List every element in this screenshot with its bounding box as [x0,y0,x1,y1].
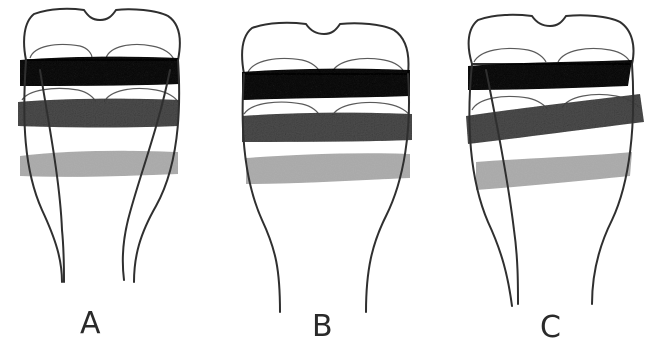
panel-c-condyle-arc [474,49,546,63]
panel-c-label: C [540,310,561,345]
panel-a-band-dark [20,57,180,86]
panel-b-outline [242,23,408,74]
panel-b: B [242,23,412,344]
panel-c: C [466,15,644,345]
panel-b-label: B [312,309,333,344]
panel-a: A [18,9,180,341]
panel-c-outline [469,15,634,64]
panel-b-band-light [246,153,410,184]
panel-a-label: A [80,306,101,341]
panel-a-band-light [20,151,178,177]
panel-a-condyle-arc [30,45,92,59]
panel-b-band-dark [242,69,410,100]
panel-a-band-mid [18,99,180,128]
panel-c-condyle-arc [558,49,630,63]
panel-b-band-mid [242,113,412,142]
panel-c-band-light [476,152,632,190]
panel-a-outline [24,9,180,60]
panel-c-band-dark [468,60,632,90]
